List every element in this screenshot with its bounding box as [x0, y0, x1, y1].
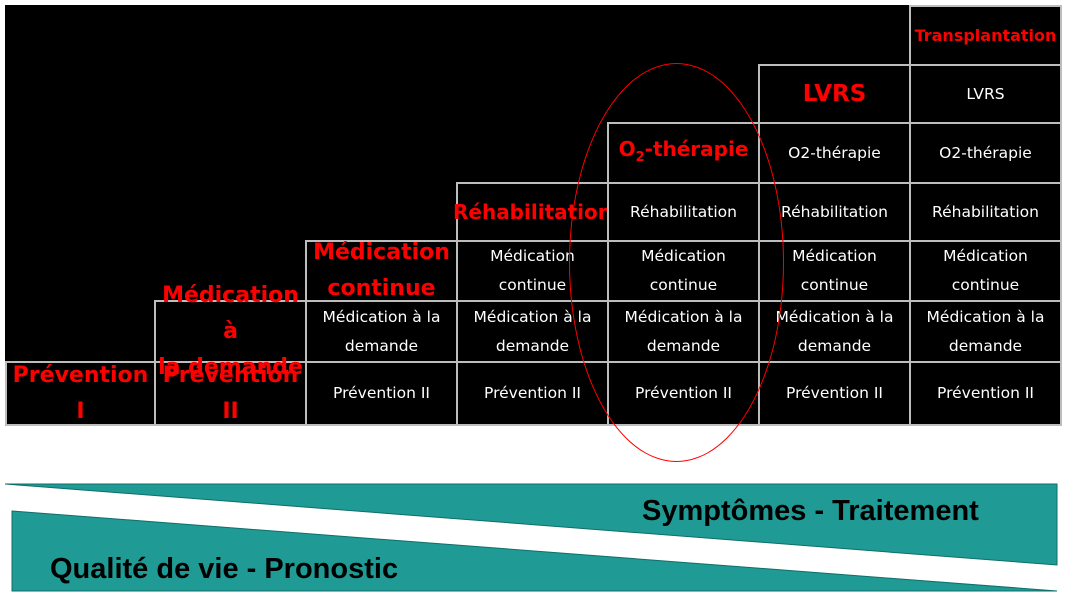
cell-line-1: Médication à la [473, 307, 592, 326]
cell-line-2: demande [797, 336, 872, 355]
label-transplantation-text: Transplantation [914, 26, 1057, 45]
cell-line-2: continue [498, 276, 567, 294]
cell-line-1: Médication [943, 247, 1028, 265]
cell-text: O2-thérapie [788, 143, 881, 162]
cell-lines: Médication continue [490, 242, 575, 300]
label-o2-therapie: O2-thérapie [607, 122, 760, 184]
label-prevention-2-text: Prévention II [162, 362, 299, 424]
label-transplantation: Transplantation [909, 5, 1062, 66]
banner-upper-text: Symptômes - Traitement [642, 495, 979, 527]
cell-lines: Médication continue [641, 242, 726, 300]
cell-text: Prévention II [786, 384, 883, 402]
lower-wedge [11, 510, 1058, 592]
cell-lines: Médication à la demande [474, 303, 592, 361]
label-lvrs-text: LVRS [802, 81, 867, 107]
cell-lines: Médication continue [943, 242, 1028, 300]
cell-line-1: Médication [490, 247, 575, 265]
label-o2-text: O2-thérapie [619, 131, 749, 176]
label-line-2: continue [327, 276, 436, 301]
cell-medication-continue-col5: Médication continue [607, 240, 760, 302]
cell-text: Prévention II [484, 384, 581, 402]
cell-line-2: continue [649, 276, 718, 294]
cell-lines: Médication continue [792, 242, 877, 300]
o2-prefix: O [618, 136, 636, 161]
label-lines: Médication continue [313, 235, 450, 307]
cell-text: O2-thérapie [939, 143, 1032, 162]
cell-lines: Médication à la demande [776, 303, 894, 361]
cell-text: Réhabilitation [630, 202, 737, 221]
cell-line-2: continue [800, 276, 869, 294]
cell-lvrs-col7: LVRS [909, 64, 1062, 124]
cell-line-2: demande [495, 336, 570, 355]
cell-line-2: demande [344, 336, 419, 355]
cell-o2-col7: O2-thérapie [909, 122, 1062, 184]
label-prevention-1: Prévention I [5, 361, 156, 426]
label-prevention-1-text: Prévention I [12, 362, 149, 424]
cell-text: Prévention II [333, 384, 430, 402]
cell-line-1: Médication à la [322, 307, 441, 326]
cell-line-2: demande [948, 336, 1023, 355]
o2-suffix: -thérapie [644, 136, 749, 161]
label-medication-a-la-demande: Médication à la demande [154, 283, 307, 380]
label-rehabilitation: Réhabilitation [452, 182, 613, 242]
upper-wedge [4, 483, 1058, 566]
cell-line-2: continue [951, 276, 1020, 294]
cell-line-1: Médication à la [926, 307, 1045, 326]
cell-text: Prévention II [937, 384, 1034, 402]
cell-text: Prévention II [635, 384, 732, 402]
cell-line-1: Médication [641, 247, 726, 265]
label-rehabilitation-text: Réhabilitation [452, 200, 613, 224]
cell-medication-continue-col7: Médication continue [909, 240, 1062, 302]
cell-medication-demande-col5: Médication à la demande [607, 300, 760, 363]
o2-subscript: 2 [635, 149, 645, 165]
label-line-2: la demande [158, 354, 303, 380]
label-lines: Médication à la demande [156, 278, 305, 386]
cell-line-1: Médication à la [624, 307, 743, 326]
cell-text: LVRS [966, 84, 1005, 103]
cell-line-2: demande [646, 336, 721, 355]
label-line-1: Médication à [162, 282, 299, 344]
cell-line-1: Médication à la [775, 307, 894, 326]
banner-lower-text: Qualité de vie - Pronostic [50, 553, 399, 585]
cell-lines: Médication à la demande [323, 303, 441, 361]
cell-line-1: Médication [792, 247, 877, 265]
label-medication-continue: Médication continue [305, 240, 458, 302]
label-line-1: Médication [313, 240, 450, 265]
cell-text: Réhabilitation [781, 202, 888, 221]
cell-text: Réhabilitation [932, 202, 1039, 221]
cell-lines: Médication à la demande [927, 303, 1045, 361]
cell-lines: Médication à la demande [625, 303, 743, 361]
cell-rehabilitation-col7: Réhabilitation [909, 182, 1062, 242]
